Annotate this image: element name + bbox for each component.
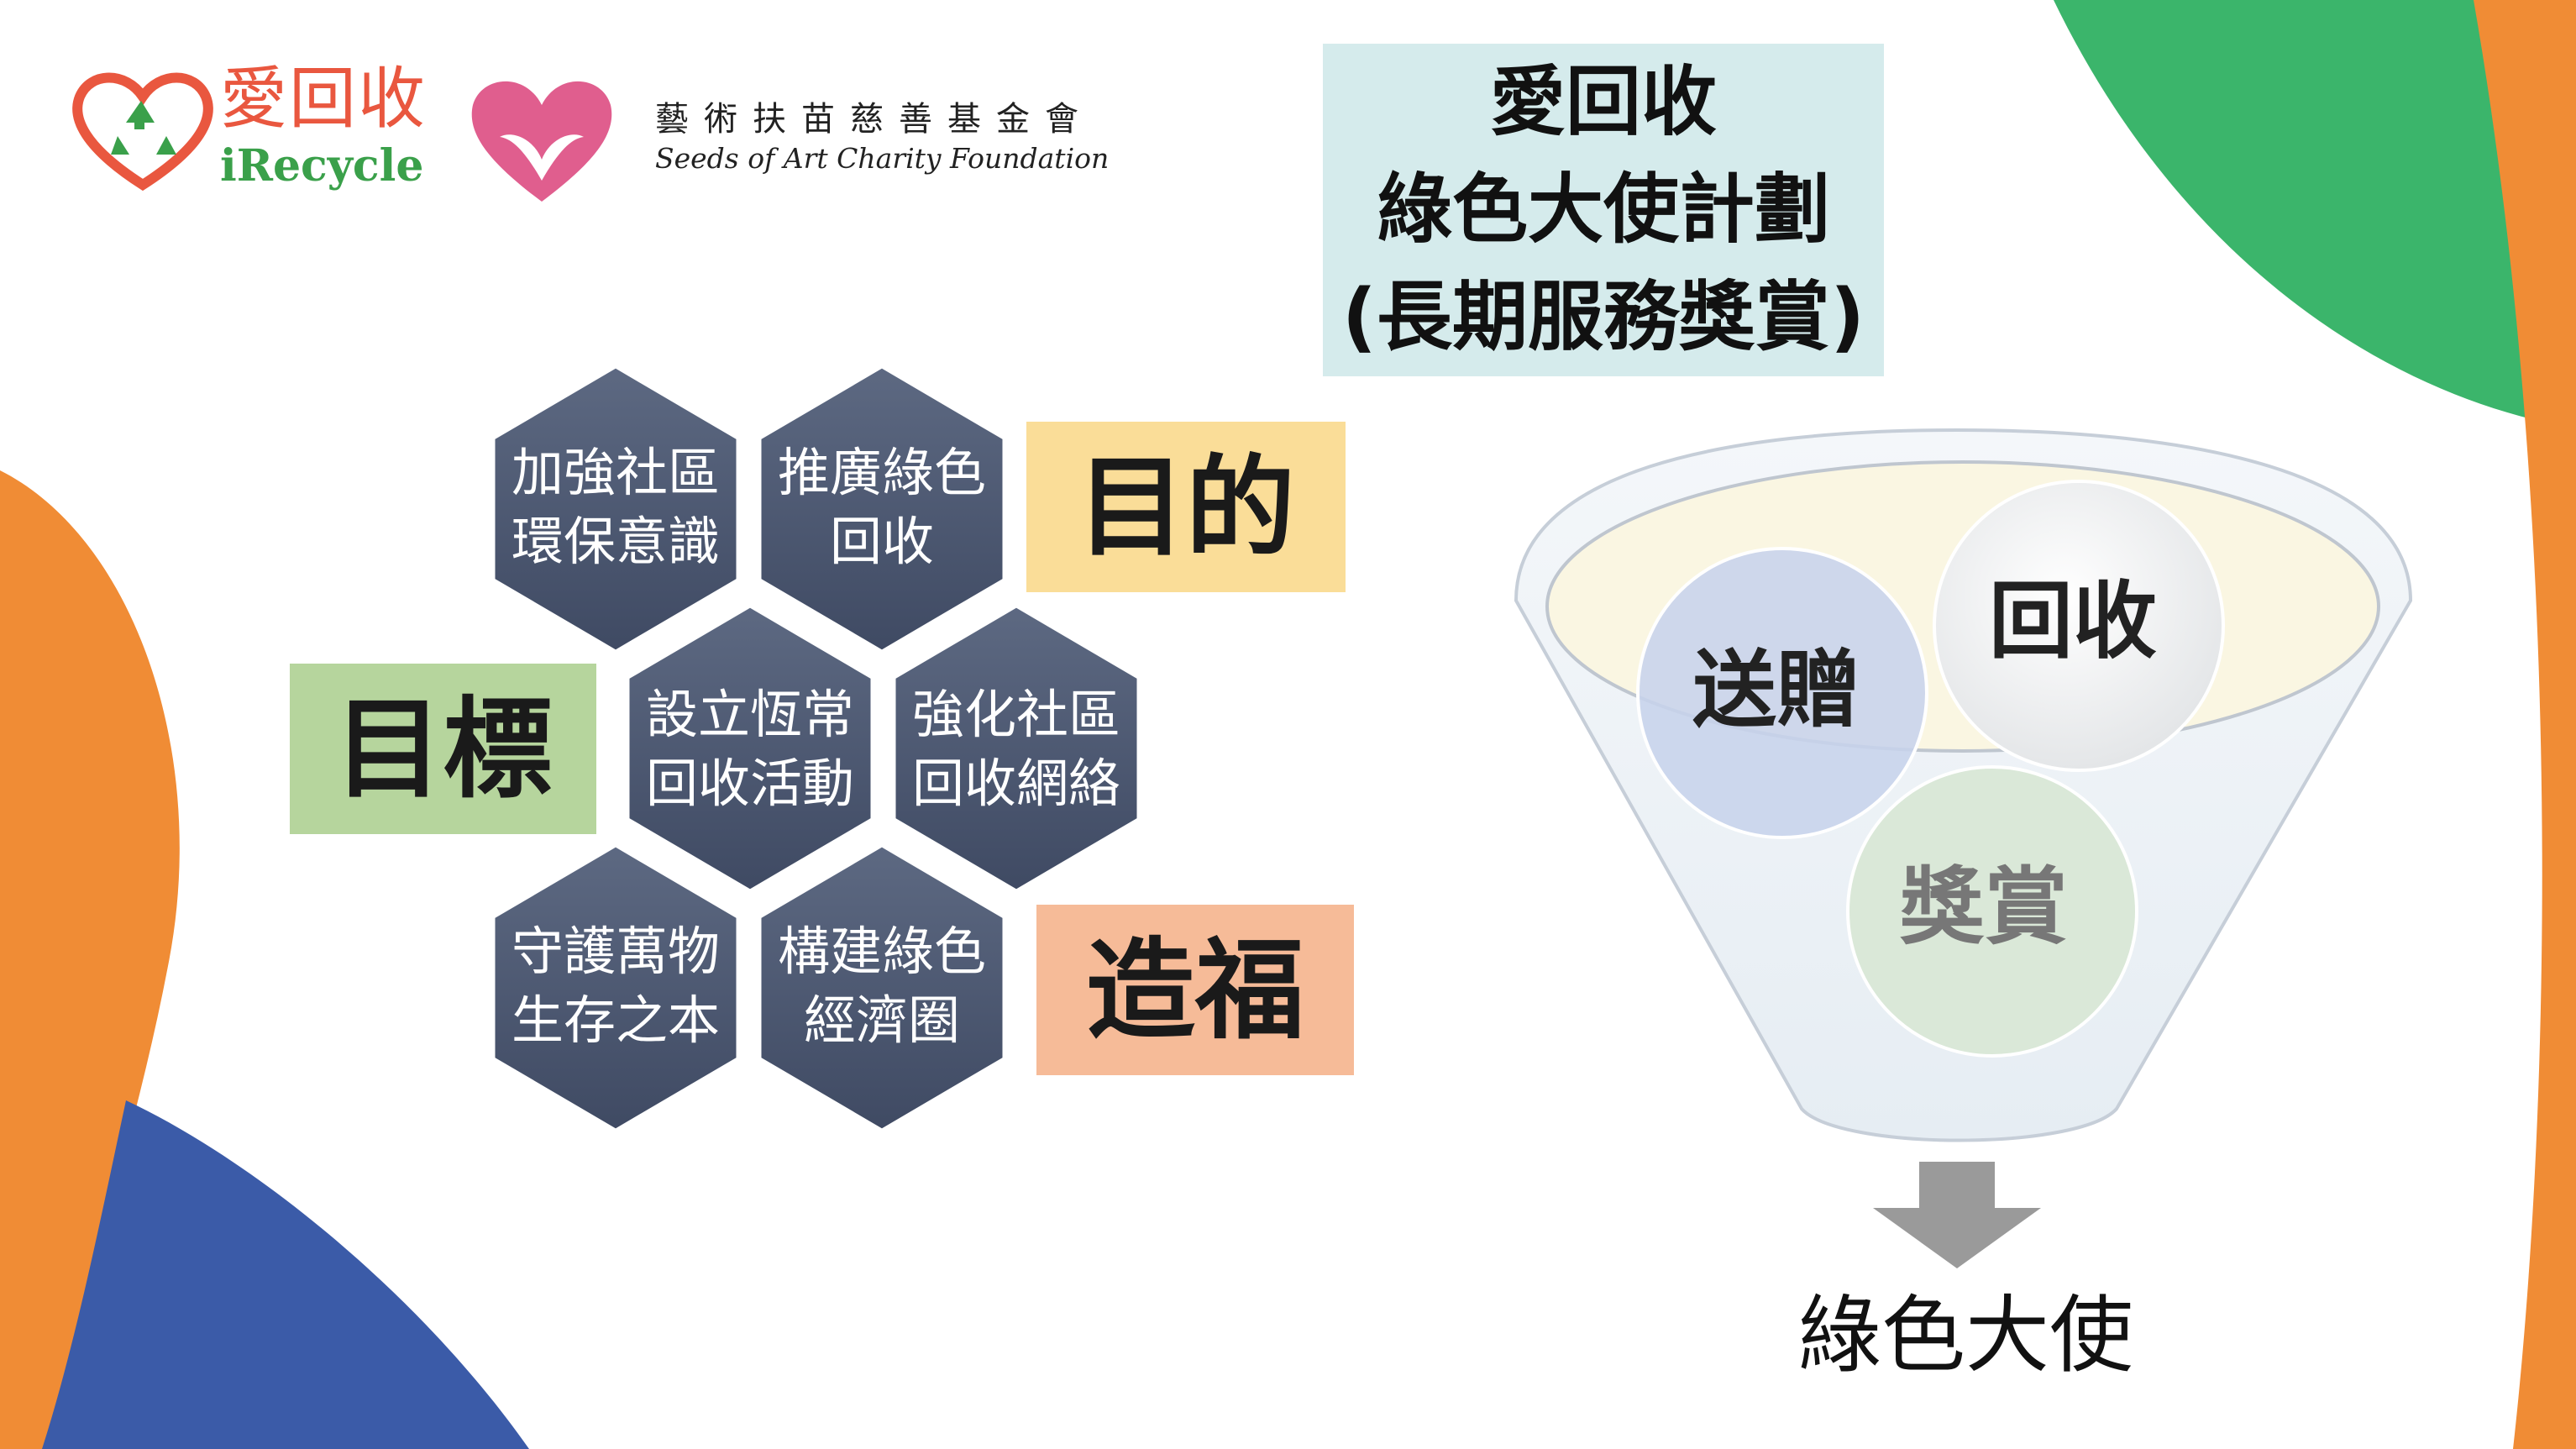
goal-tag: 目標 bbox=[290, 664, 596, 834]
logo-name-zh: 愛回收 bbox=[220, 60, 427, 138]
reward-circle bbox=[1846, 765, 2138, 1058]
title-line-3: (長期服務獎賞) bbox=[1341, 272, 1865, 361]
blue-left-shape bbox=[42, 1100, 529, 1449]
hexagon-5 bbox=[492, 844, 739, 1131]
hexagon-2-text: 推廣綠色回收 bbox=[777, 442, 986, 572]
gift-circle bbox=[1636, 547, 1928, 839]
hexagon-3-text: 設立恆常回收活動 bbox=[645, 684, 854, 814]
logo-name-en: iRecycle bbox=[220, 140, 424, 192]
hexagon-4-text: 強化社區回收網絡 bbox=[911, 684, 1120, 814]
purpose-tag: 目的 bbox=[1026, 422, 1346, 592]
hexagon-6-text: 構建綠色經濟圈 bbox=[777, 921, 986, 1051]
hexagon-2 bbox=[758, 365, 1005, 653]
title-box: 愛回收 綠色大使計劃 (長期服務獎賞) bbox=[1323, 44, 1884, 376]
green-corner-shape bbox=[2054, 0, 2576, 428]
recycle-circle bbox=[1933, 480, 2225, 772]
hexagon-3 bbox=[627, 605, 874, 892]
hexagon-1 bbox=[492, 365, 739, 653]
title-line-1: 愛回收 bbox=[1490, 58, 1717, 147]
foundation-name-zh: 藝術扶苗慈善基金會 bbox=[655, 100, 1094, 139]
pink-heart-logo-icon bbox=[471, 81, 612, 202]
title-line-2: 綠色大使計劃 bbox=[1377, 165, 1830, 255]
gift-label: 送贈 bbox=[1692, 641, 1860, 739]
hexagon-5-text: 守護萬物生存之本 bbox=[511, 921, 720, 1051]
benefit-tag: 造福 bbox=[1036, 905, 1354, 1075]
reward-label: 獎賞 bbox=[1900, 858, 2068, 956]
hexagon-1-text: 加強社區環保意識 bbox=[511, 442, 720, 572]
hexagon-6 bbox=[758, 844, 1005, 1131]
down-arrow-icon bbox=[1873, 1162, 2041, 1268]
orange-right-shape bbox=[2474, 0, 2576, 1449]
orange-left-shape bbox=[0, 470, 180, 1449]
green-ambassador-label: 綠色大使 bbox=[1797, 1286, 2133, 1384]
hexagon-4 bbox=[893, 605, 1140, 892]
foundation-name-en: Seeds of Art Charity Foundation bbox=[655, 142, 1110, 175]
recycle-label: 回收 bbox=[1989, 572, 2157, 670]
heart-recycle-logo-icon bbox=[72, 72, 213, 192]
